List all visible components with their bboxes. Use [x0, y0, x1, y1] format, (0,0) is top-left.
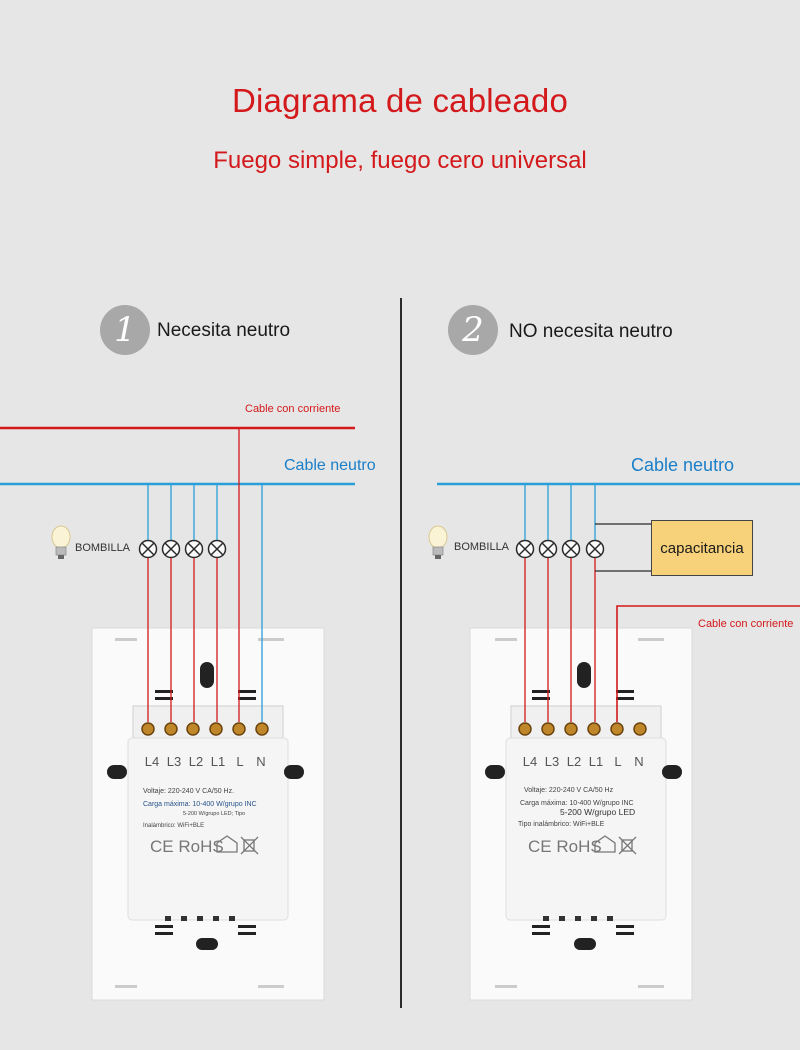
panel-2-vertical-wires: [524, 484, 800, 722]
panel-2-heading: NO necesita neutro: [509, 321, 673, 342]
connector-markers: [515, 539, 605, 559]
panel-1-vertical-wires: [147, 428, 263, 722]
step-number-2: 2: [448, 305, 498, 355]
panel-1-bulb-label: BOMBILLA: [75, 542, 131, 554]
weee-bin-icon: [618, 836, 637, 855]
bulb-icon: [51, 525, 71, 559]
spec-line: Tipo inalámbrico: WiFi+BLE: [518, 821, 605, 828]
panel-1-wiring-diagram: L4 L3 L2 L1 L N Voltaje: 220-240 V CA/50…: [0, 426, 355, 1001]
terminal-label: N: [634, 754, 643, 769]
cert-marks: CE RoHS: [528, 837, 602, 856]
connector-markers: [138, 539, 227, 559]
home-icon: [216, 835, 238, 853]
panel-1-live-label: Cable con corriente: [245, 403, 341, 415]
terminal-label: N: [256, 754, 265, 769]
spec-line: Voltaje: 220-240 V CA/50 Hz.: [143, 788, 234, 795]
terminal-label: L: [614, 754, 621, 769]
panel-2-bulb-label: BOMBILLA: [454, 541, 510, 553]
terminal-label: L4: [145, 754, 159, 769]
terminal-label: L3: [167, 754, 181, 769]
terminal-label: L3: [545, 754, 559, 769]
bulb-icon: [428, 525, 448, 559]
spec-line: 5-200 W/grupo LED; Tipo: [183, 811, 245, 817]
panel-2-switch-body: [469, 627, 693, 1001]
terminal-label: L: [236, 754, 243, 769]
panel-1-heading: Necesita neutro: [157, 320, 291, 341]
terminal-label: L2: [189, 754, 203, 769]
terminal-label: L1: [211, 754, 225, 769]
diagram-subtitle: Fuego simple, fuego cero universal: [213, 147, 587, 174]
spec-line: 5-200 W/grupo LED: [560, 807, 635, 817]
panel-divider: [400, 298, 402, 1008]
home-icon: [594, 835, 616, 853]
spec-line: Carga máxima: 10-400 W/grupo INC: [143, 801, 257, 808]
spec-line: Voltaje: 220-240 V CA/50 Hz: [524, 787, 614, 794]
cert-marks: CE RoHS: [150, 837, 224, 856]
step-number-1: 1: [100, 305, 150, 355]
terminal-label: L2: [567, 754, 581, 769]
terminal-label: L1: [589, 754, 603, 769]
spec-line: Inalámbrico: WiFi+BLE: [143, 823, 204, 829]
panel-1-switch-body: [91, 627, 325, 1001]
weee-bin-icon: [240, 836, 259, 855]
capacitor-box: capacitancia: [651, 520, 753, 576]
panel-2-live-label: Cable con corriente: [698, 618, 794, 630]
diagram-title: Diagrama de cableado: [231, 82, 569, 119]
spec-line: Carga máxima: 10-400 W/grupo INC: [520, 800, 634, 807]
panel-2-wiring-diagram: L4 L3 L2 L1 L N Voltaje: 220-240 V CA/50…: [428, 482, 800, 1001]
terminal-label: L4: [523, 754, 537, 769]
panel-2-neutral-label: Cable neutro: [631, 455, 735, 475]
panel-1-neutral-label: Cable neutro: [284, 457, 376, 474]
